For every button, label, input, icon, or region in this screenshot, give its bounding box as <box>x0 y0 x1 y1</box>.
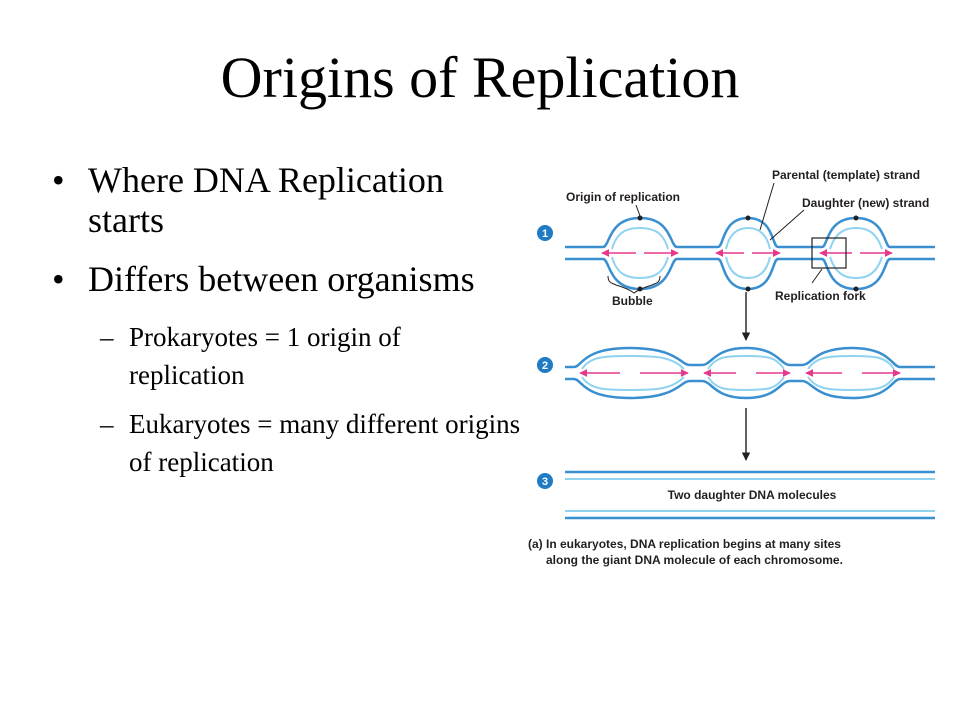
slide-title: Origins of Replication <box>220 45 740 110</box>
label-leader-lines <box>607 182 823 294</box>
svg-text:1: 1 <box>542 228 548 240</box>
label-origin-of-replication: Origin of replication <box>566 190 680 204</box>
step-3-dna <box>565 470 935 520</box>
sub-bullet-text: Eukaryotes = many different origins of r… <box>129 409 521 477</box>
bullet-item: • Differs between organisms <box>52 259 522 299</box>
step-1-dna <box>565 215 935 292</box>
label-daughter-strand: Daughter (new) strand <box>802 196 929 210</box>
bullet-item: • Where DNA Replication starts <box>52 160 522 240</box>
caption-prefix: (a) <box>528 537 543 551</box>
bullet-list: • Where DNA Replication starts • Differs… <box>52 160 522 492</box>
caption-line-2: along the giant DNA molecule of each chr… <box>546 553 843 567</box>
sub-bullet-item: – Eukaryotes = many different origins of… <box>100 405 522 481</box>
sub-bullet-text: Prokaryotes = 1 origin of replication <box>129 322 401 390</box>
svg-text:2: 2 <box>542 360 548 372</box>
label-bubble: Bubble <box>612 294 653 308</box>
sub-bullet-item: – Prokaryotes = 1 origin of replication <box>100 318 522 394</box>
label-replication-fork: Replication fork <box>775 289 866 303</box>
sub-bullet-glyph: – <box>100 322 114 352</box>
caption-line-1: In eukaryotes, DNA replication begins at… <box>546 537 841 551</box>
bullet-text: Differs between organisms <box>88 259 475 299</box>
svg-text:3: 3 <box>542 476 548 488</box>
bullet-glyph: • <box>52 259 65 299</box>
step-1-badge: 1 <box>537 225 553 241</box>
bullet-glyph: • <box>52 160 65 200</box>
step-3-badge: 3 <box>537 473 553 489</box>
bullet-text: Where DNA Replication starts <box>88 160 444 240</box>
label-parental-strand: Parental (template) strand <box>772 168 920 182</box>
label-two-daughter-molecules: Two daughter DNA molecules <box>668 488 837 502</box>
replication-diagram: 1 Parental (template) strand Daughter (n… <box>528 168 935 567</box>
step-2-badge: 2 <box>537 357 553 373</box>
sub-bullet-glyph: – <box>100 409 114 439</box>
step-2-dna <box>565 346 935 400</box>
